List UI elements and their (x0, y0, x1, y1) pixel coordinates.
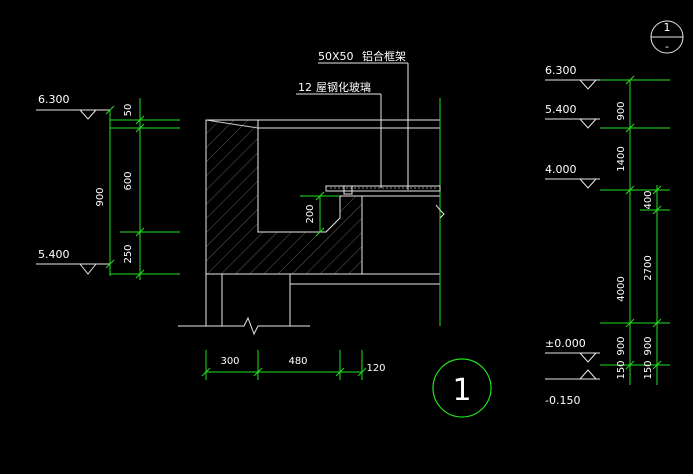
right-dim-2700: 2700 (643, 255, 654, 280)
detail-callout-circle (432, 358, 492, 418)
right-dim-150: 150 (616, 360, 627, 379)
right-dim-900-bottom: 900 (616, 336, 627, 355)
detail-callout-number: 1 (452, 373, 471, 408)
section-detail: 50X50 铝合框架 12 屋钢化玻璃 200 300 480 120 1 (178, 49, 492, 418)
right-elevation-minus0150: -0.150 (545, 394, 580, 407)
dim-480: 480 (288, 356, 307, 367)
left-elevation-6300: 6.300 (38, 93, 70, 106)
index-marker-bottom: - (665, 40, 669, 53)
right-elevation-4000: 4.000 (545, 163, 577, 176)
left-elevation-5400: 5.400 (38, 248, 70, 261)
right-dim-1400: 1400 (616, 146, 627, 171)
index-marker-top: 1 (664, 21, 671, 34)
right-elevation: 6.300 5.400 4.000 ±0.000 -0.150 900 1400… (545, 64, 670, 407)
right-dim-900-top: 900 (616, 101, 627, 120)
right-dim-900-col2: 900 (643, 336, 654, 355)
dim-120: 120 (366, 363, 385, 374)
dim-50: 50 (123, 104, 134, 117)
dim-200: 200 (305, 204, 316, 223)
dim-900-left: 900 (95, 187, 106, 206)
dim-300: 300 (220, 356, 239, 367)
index-marker: 1 - (650, 20, 684, 54)
right-elevation-0000: ±0.000 (545, 337, 586, 350)
glass-name-label: 屋钢化玻璃 (316, 80, 371, 94)
right-dim-4000: 4000 (616, 276, 627, 301)
right-elevation-6300: 6.300 (545, 64, 577, 77)
dim-250: 250 (123, 244, 134, 263)
right-dim-150-col2: 150 (643, 360, 654, 379)
frame-name-label: 铝合框架 (362, 49, 406, 63)
glass-spec-label: 12 (298, 81, 312, 94)
right-dim-400: 400 (643, 190, 654, 209)
frame-spec-label: 50X50 (318, 50, 354, 63)
left-elevation-column: 6.300 5.400 900 50 600 250 (36, 93, 180, 280)
right-elevation-5400: 5.400 (545, 103, 577, 116)
dim-600: 600 (123, 171, 134, 190)
